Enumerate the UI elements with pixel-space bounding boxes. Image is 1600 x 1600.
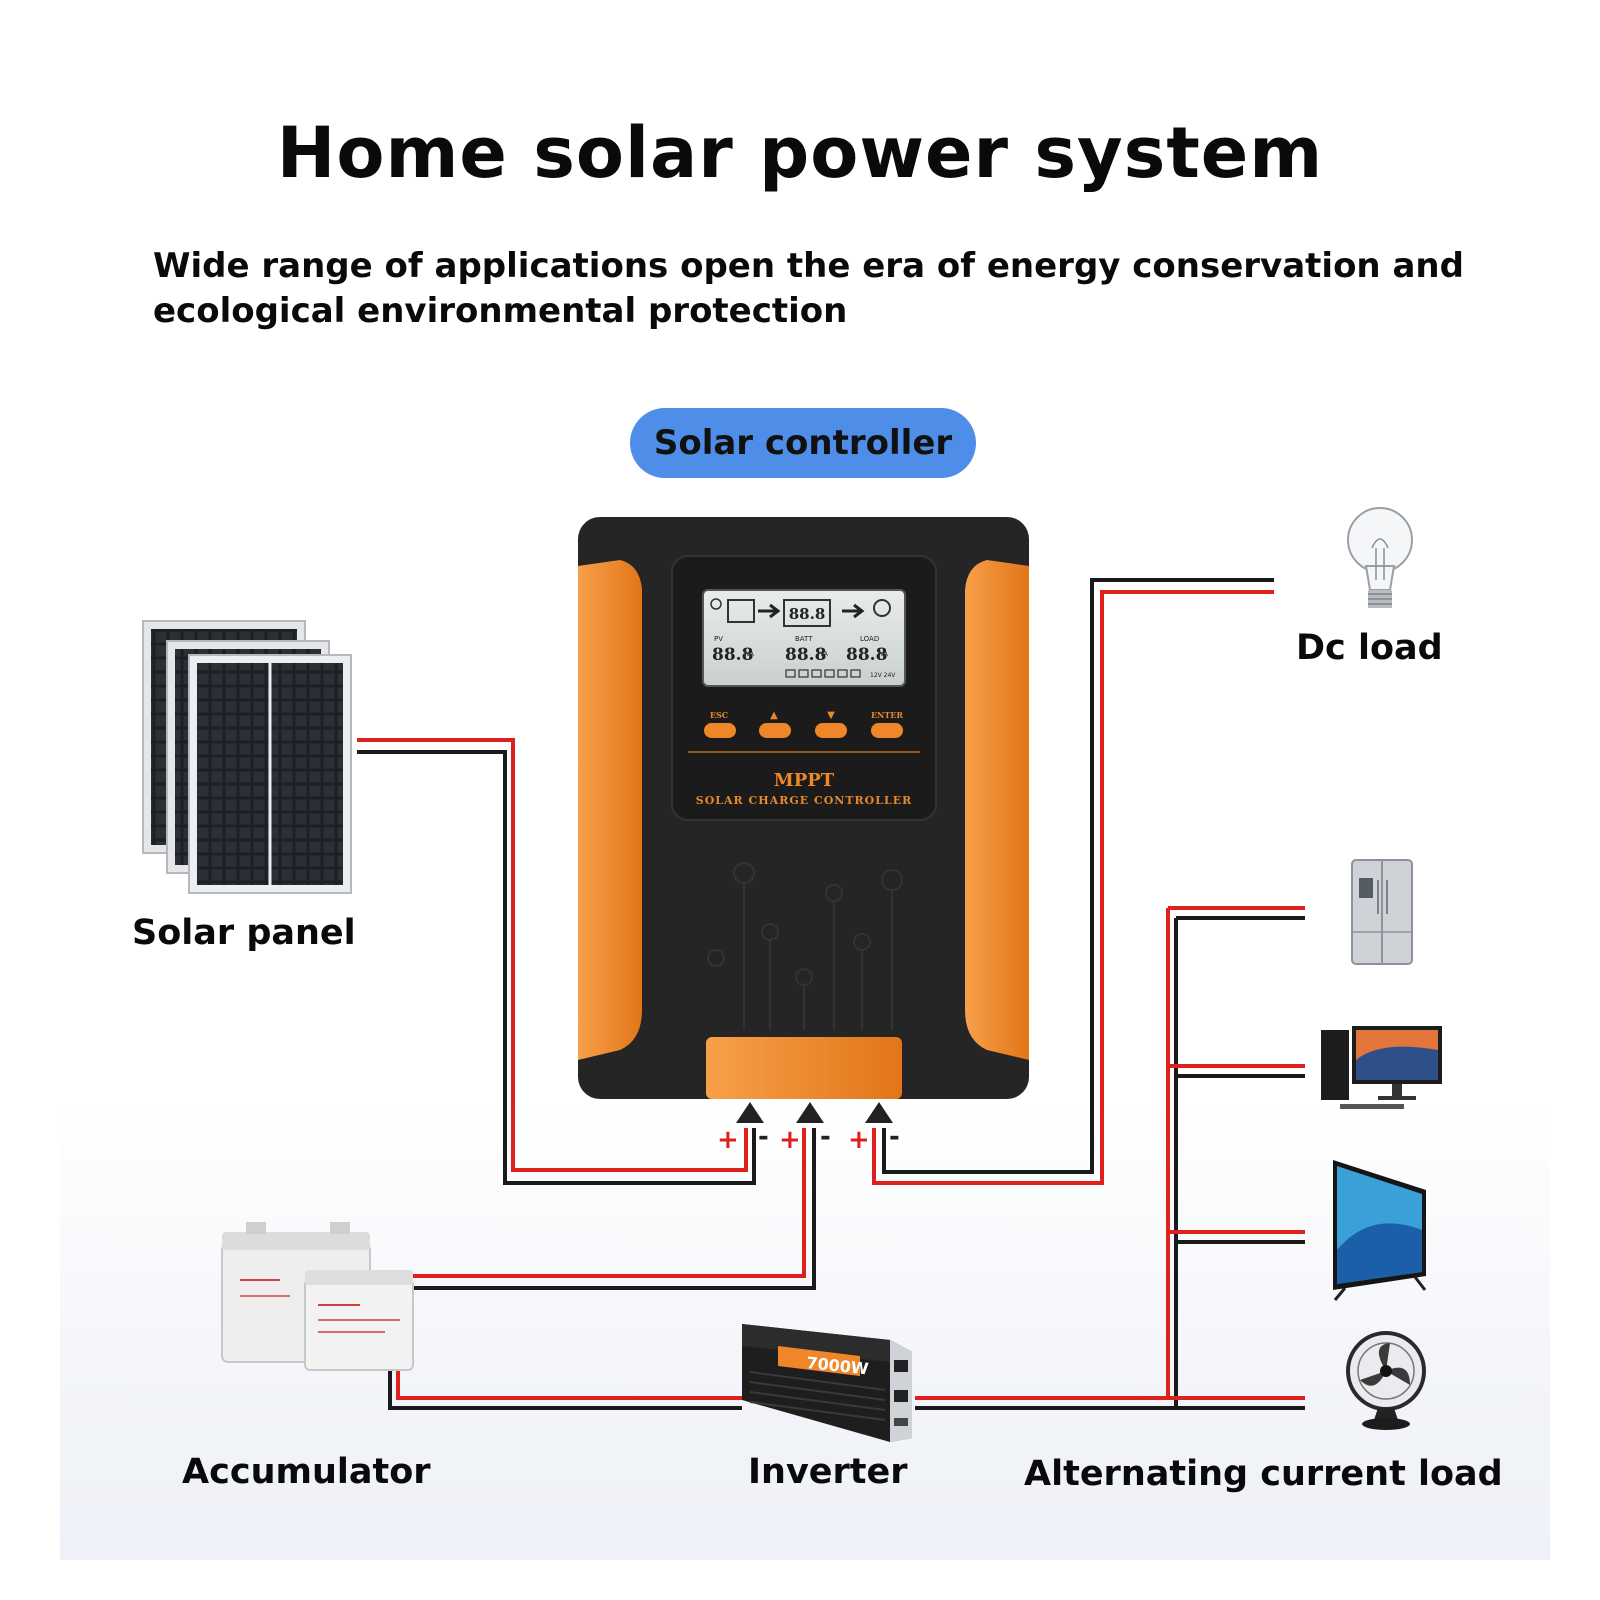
down-button-label: ▼ — [827, 710, 835, 721]
lcd-panel-icon — [727, 599, 755, 623]
dcload-wire-negative — [882, 578, 1274, 1174]
lcd-load-label: LOAD — [860, 635, 879, 643]
terminal-3-minus: - — [889, 1122, 900, 1152]
lcd-sun-icon — [710, 598, 722, 610]
lcd-load-readout: 88.8 — [846, 645, 887, 665]
lcd-pv-readout: 88.8 — [712, 645, 753, 665]
solar-controller-label: Solar controller — [630, 408, 976, 478]
battery-icon — [221, 1222, 414, 1371]
controller-right-bumper — [965, 560, 1029, 1060]
lcd-voltage-options: 12V 24V — [870, 672, 896, 679]
fan-icon — [1346, 1331, 1426, 1430]
solar-wire-negative — [357, 750, 756, 1185]
television-icon — [1333, 1160, 1427, 1301]
terminal-polarity-labels: + - + - + - — [717, 1122, 900, 1155]
light-bulb-icon — [1347, 507, 1413, 608]
wiring — [357, 578, 1305, 1410]
solar-wire-positive — [357, 738, 748, 1172]
inverter-icon: 7000W — [742, 1324, 912, 1442]
inverter-in-wire-positive — [396, 1362, 742, 1400]
desktop-computer-icon — [1321, 1026, 1442, 1109]
esc-button-label: ESC — [710, 710, 728, 720]
terminal-1-plus: + — [717, 1125, 739, 1155]
lcd-battery-icon — [783, 599, 831, 627]
page-title: Home solar power system — [276, 112, 1324, 194]
lcd-status-icons — [785, 669, 861, 678]
accumulator-label: Accumulator — [182, 1452, 431, 1492]
up-button[interactable] — [759, 723, 791, 738]
down-button[interactable] — [815, 723, 847, 738]
solar-panel-label: Solar panel — [132, 913, 356, 953]
page-subtitle: Wide range of applications open the era … — [153, 246, 1464, 331]
battery-wire-positive — [372, 1128, 806, 1278]
controller-left-bumper — [578, 560, 642, 1060]
enter-button-label: ENTER — [871, 710, 903, 720]
terminal-1-minus: - — [758, 1122, 769, 1152]
up-button-label: ▲ — [770, 710, 778, 721]
lcd-arrow-icon — [758, 603, 781, 619]
lcd-batt-readout: 88.8 — [785, 645, 826, 665]
lcd-unit: VA — [746, 651, 755, 658]
product-name: SOLAR CHARGE CONTROLLER — [696, 794, 913, 807]
lcd-batt-label: BATT — [795, 635, 813, 643]
embossed-pattern — [707, 862, 903, 1030]
inverter-in-wire-negative — [388, 1362, 742, 1410]
refrigerator-icon — [1351, 859, 1413, 965]
lcd-unit: VA — [880, 651, 889, 658]
inverter-label: Inverter — [748, 1452, 908, 1492]
solar-charge-controller: 88.8 PV BATT LOAD 88.8 88.8 88.8 VA VA V… — [578, 517, 1029, 1099]
lcd-arrow-icon — [842, 603, 865, 619]
terminal-2-plus: + — [779, 1125, 801, 1155]
ac-load-label: Alternating current load — [1024, 1454, 1503, 1494]
lcd-battery-readout: 88.8 — [789, 605, 826, 623]
lcd-pv-label: PV — [714, 635, 723, 643]
lcd-unit: VA — [820, 651, 829, 658]
dc-load-label: Dc load — [1296, 628, 1443, 668]
brand-logo: MPPT — [774, 770, 835, 791]
dcload-wire-positive — [872, 590, 1274, 1185]
enter-button[interactable] — [871, 723, 903, 738]
battery-wire-negative — [372, 1128, 816, 1290]
terminal-2-minus: - — [820, 1122, 831, 1152]
terminal-arrows — [736, 1102, 893, 1123]
lcd-bulb-icon — [873, 599, 891, 617]
esc-button[interactable] — [704, 723, 736, 738]
terminal-3-plus: + — [848, 1125, 870, 1155]
solar-panel-icon — [142, 620, 352, 894]
terminal-cover — [706, 1037, 902, 1099]
